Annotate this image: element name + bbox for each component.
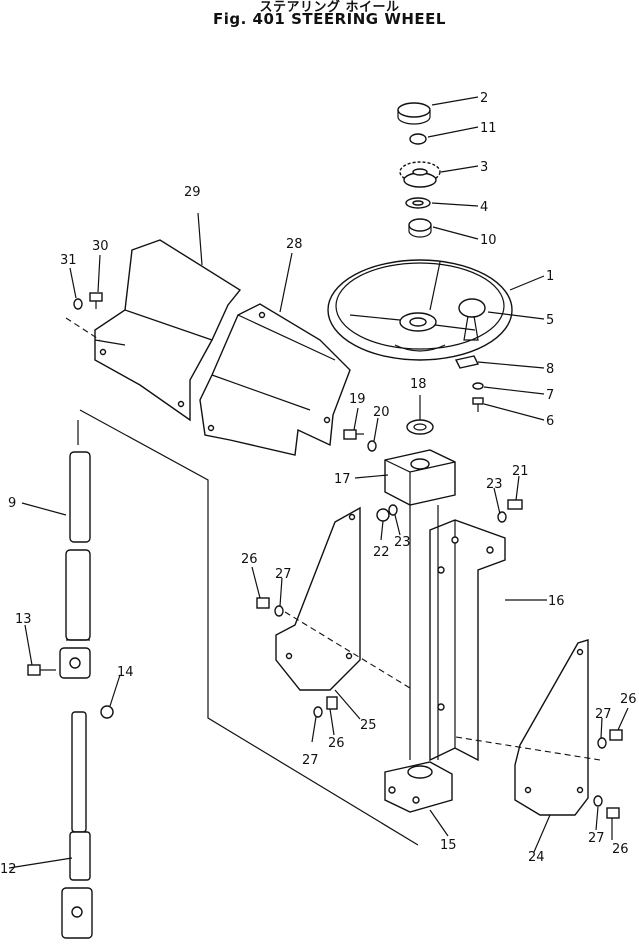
washer-part-20 (367, 440, 377, 452)
leader-dash (455, 736, 601, 761)
callout-11: 11 (480, 121, 497, 136)
callout-27-mid: 27 (302, 753, 319, 768)
callout-31: 31 (60, 253, 77, 268)
universal-joint-part (59, 647, 91, 679)
callout-10: 10 (480, 233, 497, 248)
callout-26-left: 26 (241, 552, 258, 567)
sprocket-part-3 (399, 161, 441, 188)
callout-14: 14 (117, 665, 134, 680)
callout-25: 25 (360, 718, 377, 733)
callout-17: 17 (334, 472, 351, 487)
title-japanese: ステアリング ホイール (259, 0, 400, 15)
washer-part-31 (73, 298, 83, 310)
washer-part-23b (497, 511, 507, 523)
callout-20: 20 (373, 405, 390, 420)
callout-26-right-lower: 26 (612, 842, 629, 857)
clamp-part-15 (384, 761, 453, 813)
bolt-part-21 (507, 499, 523, 510)
nut-part-22 (376, 508, 390, 522)
screw-part-26a (256, 597, 270, 609)
callout-1: 1 (546, 269, 554, 284)
screw-part-26d (606, 807, 620, 819)
bracket-part-8 (454, 355, 480, 369)
figure-title: Fig. 401 STEERING WHEEL (213, 10, 446, 28)
nut-part-11 (409, 133, 427, 145)
callout-23-upper: 23 (486, 477, 503, 492)
nut-part-10 (408, 218, 432, 238)
callout-9: 9 (8, 496, 16, 511)
washer-part-7 (472, 382, 484, 390)
callout-8: 8 (546, 362, 554, 377)
bracket-part-25 (275, 506, 361, 691)
screw-part-26b (326, 696, 338, 710)
knob-part-5 (458, 298, 486, 341)
callout-21: 21 (512, 464, 529, 479)
callout-16: 16 (548, 594, 565, 609)
callout-3: 3 (480, 160, 488, 175)
callout-22: 22 (373, 545, 390, 560)
shaft-part-12 (61, 711, 93, 939)
callout-4: 4 (480, 200, 488, 215)
column-shaft (409, 505, 439, 760)
callout-5: 5 (546, 313, 554, 328)
assembly-outline (79, 409, 419, 846)
callout-30: 30 (92, 239, 109, 254)
callout-27-left: 27 (275, 567, 292, 582)
callout-26-right-upper: 26 (620, 692, 637, 707)
steering-wheel-part-1 (327, 259, 513, 361)
callout-28: 28 (286, 237, 303, 252)
bolt-part-6 (472, 397, 484, 412)
callout-24: 24 (528, 850, 545, 865)
cap-part-2 (397, 102, 431, 125)
callout-27-right-upper: 27 (595, 707, 612, 722)
callout-19: 19 (349, 392, 366, 407)
callout-7: 7 (546, 388, 554, 403)
callout-18: 18 (410, 377, 427, 392)
cover-panel-part-28 (199, 303, 351, 456)
block-part-17 (384, 449, 456, 506)
callout-26-mid: 26 (328, 736, 345, 751)
bracket-part-24 (514, 639, 589, 816)
callout-6: 6 (546, 414, 554, 429)
leader-dash (65, 317, 101, 341)
leader-lines (8, 96, 629, 869)
cover-panel-part-29 (94, 239, 242, 422)
bolt-part-13 (27, 664, 56, 676)
washer-part-27d (593, 795, 603, 807)
washer-part-27a (274, 605, 284, 617)
leader-dash (284, 611, 411, 689)
screw-part-26c (609, 729, 623, 741)
callout-29: 29 (184, 185, 201, 200)
callout-13: 13 (15, 612, 32, 627)
washer-part-23a (388, 504, 398, 516)
callout-12: 12 (0, 862, 17, 877)
washer-part-27b (313, 706, 323, 718)
washer-part-4 (405, 197, 431, 209)
screw-part-30 (89, 292, 103, 309)
callout-2: 2 (480, 91, 488, 106)
callout-27-right-lower: 27 (588, 831, 605, 846)
washer-part-27c (597, 737, 607, 749)
grommet-part-18 (406, 419, 434, 435)
callout-23-lower: 23 (394, 535, 411, 550)
bolt-part-19 (343, 429, 364, 440)
column-channel-part-16 (429, 519, 506, 762)
nut-part-14 (100, 705, 114, 719)
shaft-part-9 (65, 420, 91, 641)
callout-15: 15 (440, 838, 457, 853)
